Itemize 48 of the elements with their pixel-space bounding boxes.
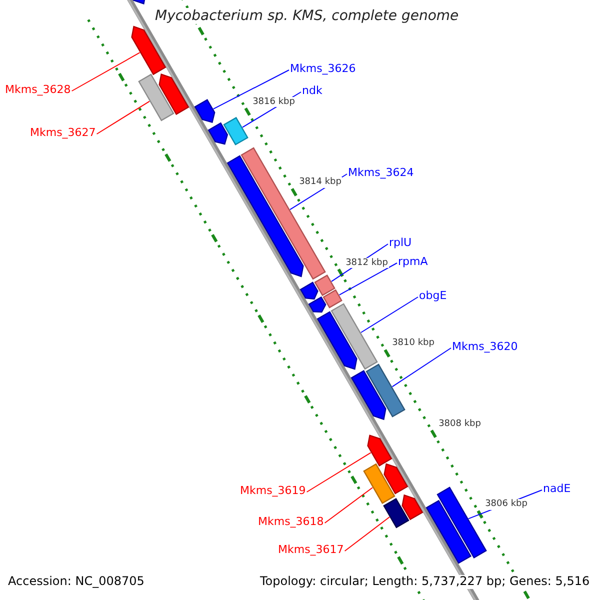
gene-label: Mkms_3627 — [30, 127, 96, 140]
gene-bar — [402, 494, 424, 520]
gene-bar — [322, 289, 342, 308]
gene-label: Mkms_3620 — [452, 341, 518, 354]
gene-bar — [367, 434, 392, 467]
gene-bar — [194, 98, 216, 124]
gene-bar — [350, 370, 386, 420]
gene-label: Mkms_3624 — [348, 167, 414, 180]
gene-bar — [314, 274, 336, 296]
gene-label: rpmA — [398, 256, 428, 269]
gene-label: Mkms_3617 — [278, 544, 344, 557]
coordinate-label: 3814 kbp — [298, 177, 342, 188]
gene-bar — [366, 364, 406, 418]
gene-bar — [316, 311, 358, 370]
gene-bar — [131, 26, 166, 76]
gene-bar — [383, 498, 410, 528]
coordinate-label: 3810 kbp — [391, 338, 436, 349]
gene-label: nadE — [543, 483, 571, 496]
gene-bar — [223, 116, 248, 146]
leader-line — [338, 262, 398, 296]
gene-bar — [436, 486, 487, 559]
gene-bar — [363, 463, 396, 504]
gene-label: Mkms_3626 — [290, 63, 356, 76]
footer-text: Topology: circular; Length: 5,737,227 bp; Genes: 5,516 — [260, 575, 590, 589]
gene-bar — [308, 296, 326, 313]
leader-line — [212, 70, 290, 110]
leader-line — [360, 296, 418, 333]
gene-bar — [426, 500, 472, 564]
gene-bar — [384, 463, 408, 494]
gene-label: rplU — [389, 237, 412, 250]
gene-label: Mkms_3618 — [258, 516, 324, 529]
gene-label: Mkms_3628 — [5, 84, 71, 97]
gene-bar — [240, 147, 326, 280]
coordinate-label: 3812 kbp — [344, 258, 389, 268]
gene-bar — [208, 122, 228, 145]
coordinate-label: 3808 kbp — [438, 418, 482, 430]
leader-line — [324, 487, 373, 524]
leader-line — [71, 52, 140, 92]
leader-line — [306, 452, 372, 492]
gene-label: Mkms_3619 — [240, 485, 306, 498]
gene-bar — [138, 74, 174, 122]
gene-label: obgE — [419, 290, 447, 303]
coordinate-label: 3816 kbp — [252, 96, 296, 107]
coordinate-label: 3806 kbp — [484, 499, 528, 510]
gene-label: ndk — [302, 85, 322, 98]
gene-bar — [330, 303, 378, 370]
footer-text: Accession: NC_008705 — [8, 575, 144, 589]
gene-bar — [158, 74, 190, 116]
